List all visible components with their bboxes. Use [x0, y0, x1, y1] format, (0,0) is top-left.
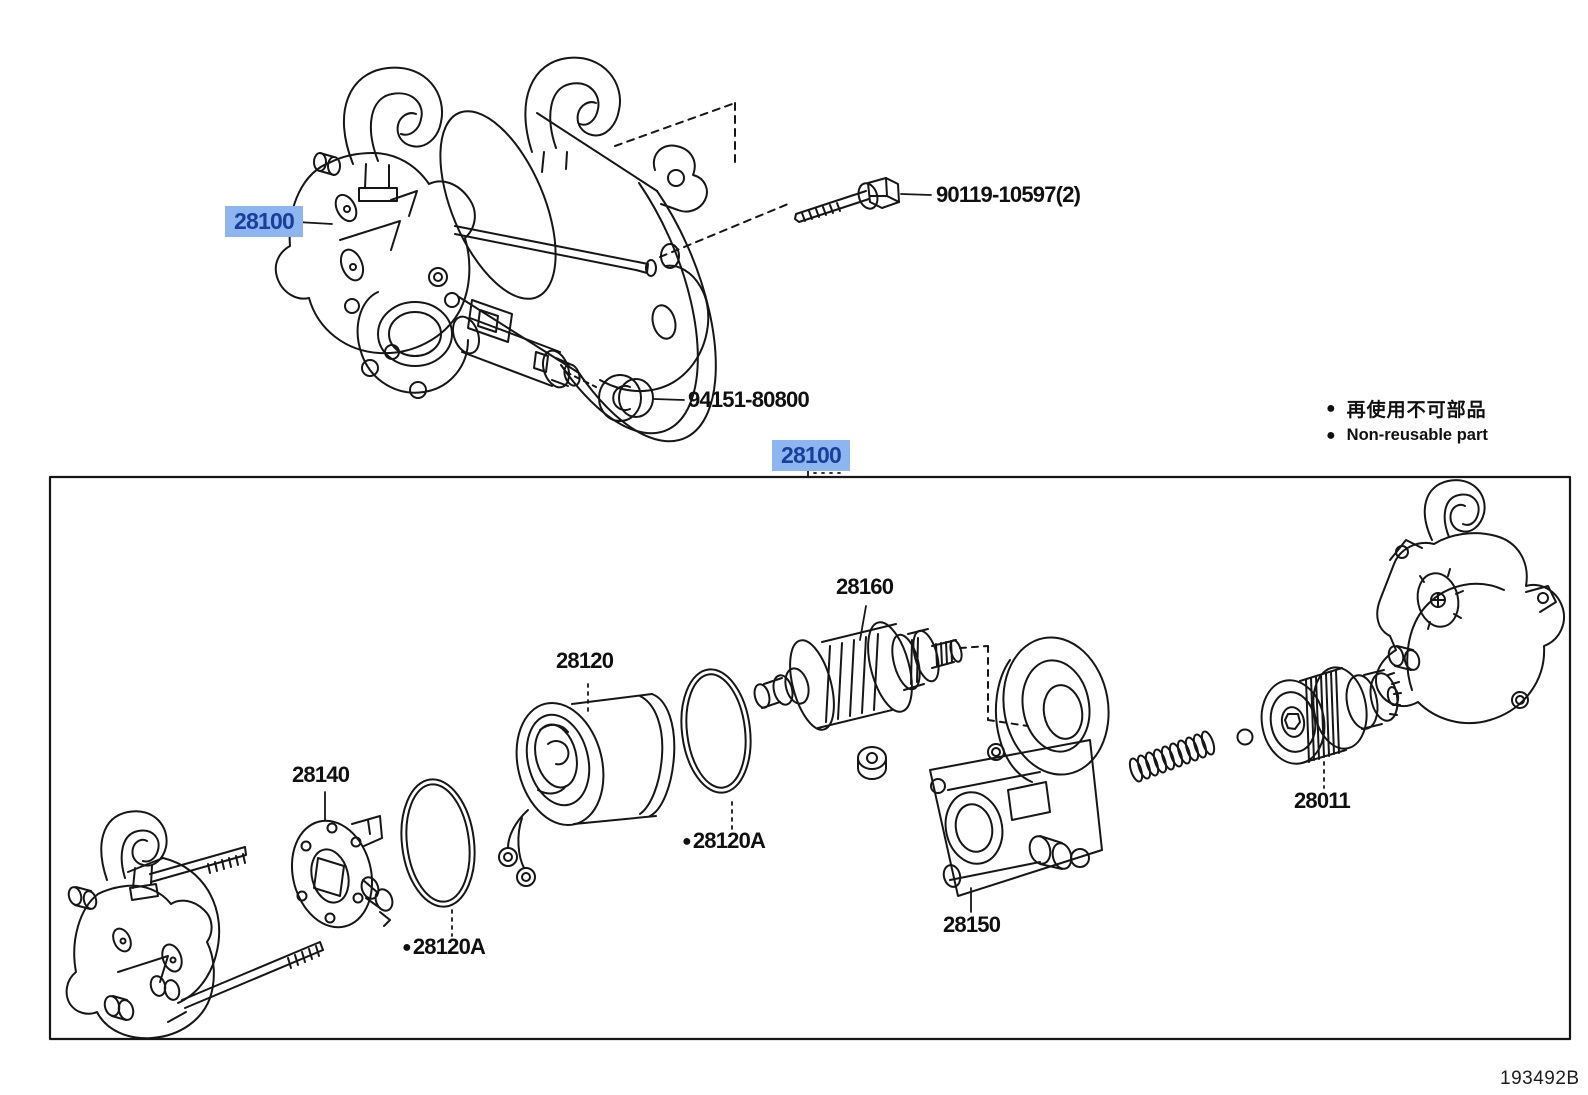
non-reusable-bullet-icon: ●: [1326, 399, 1336, 417]
non-reusable-bullet-icon: ●: [402, 939, 412, 956]
armature-axis-dashed-lines: [959, 645, 1029, 727]
end-frame-drawing: [65, 810, 324, 1040]
part-label-28120a-left: ●28120A: [402, 934, 486, 959]
spring-drawing: [1128, 730, 1216, 783]
o-ring-28120a-right-drawing: [680, 668, 752, 794]
legend-row-jp: ● 再使用不可部品: [1326, 395, 1488, 422]
part-link-28100-assembly[interactable]: 28100: [225, 206, 303, 237]
part-label-28011: 28011: [1294, 788, 1351, 813]
plug-94151-drawing: [565, 371, 654, 422]
armature-28160-drawing: [753, 621, 963, 731]
washer-ball-drawing: [1236, 728, 1254, 746]
part-label-94151-80800: 94151-80800: [688, 387, 810, 412]
figure-number: 193492B: [1500, 1068, 1580, 1089]
callout-leader-lines: [296, 193, 1325, 937]
part-label-28160: 28160: [836, 574, 894, 599]
bolt-axis-dashed-lines: [614, 102, 789, 258]
legend-text-jp: 再使用不可部品: [1346, 400, 1487, 421]
part-label-28120: 28120: [556, 648, 614, 673]
bolt-90119-drawing: [794, 177, 900, 223]
legend-row-en: ● Non-reusable part: [1326, 426, 1488, 445]
part-label-28120a-right: ●28120A: [682, 828, 766, 853]
legend: ● 再使用不可部品 ● Non-reusable part: [1326, 395, 1488, 449]
exploded-view-frame: [48, 475, 1572, 1041]
assembled-starter-drawing: [274, 56, 717, 443]
drive-housing-drawing: [1375, 479, 1565, 725]
field-frame-28120-drawing: [498, 693, 676, 887]
non-reusable-bullet-icon: ●: [1326, 426, 1336, 444]
o-ring-28120a-left-drawing: [400, 778, 476, 908]
part-label-28150: 28150: [943, 912, 1001, 937]
nut-drawing: [857, 746, 887, 780]
legend-text-en: Non-reusable part: [1346, 426, 1488, 444]
part-label-28120a-text: 28120A: [412, 934, 486, 959]
part-link-28100-exploded[interactable]: 28100: [772, 440, 850, 471]
starter-clutch-28011-drawing: [1260, 666, 1402, 765]
part-label-90119-10597: 90119-10597(2): [936, 182, 1081, 207]
brush-holder-28140-drawing: [290, 815, 394, 929]
part-label-28120a-text: 28120A: [692, 828, 766, 853]
non-reusable-bullet-icon: ●: [682, 833, 692, 850]
part-label-28140: 28140: [292, 762, 350, 787]
magnet-switch-28150-drawing: [929, 636, 1110, 897]
